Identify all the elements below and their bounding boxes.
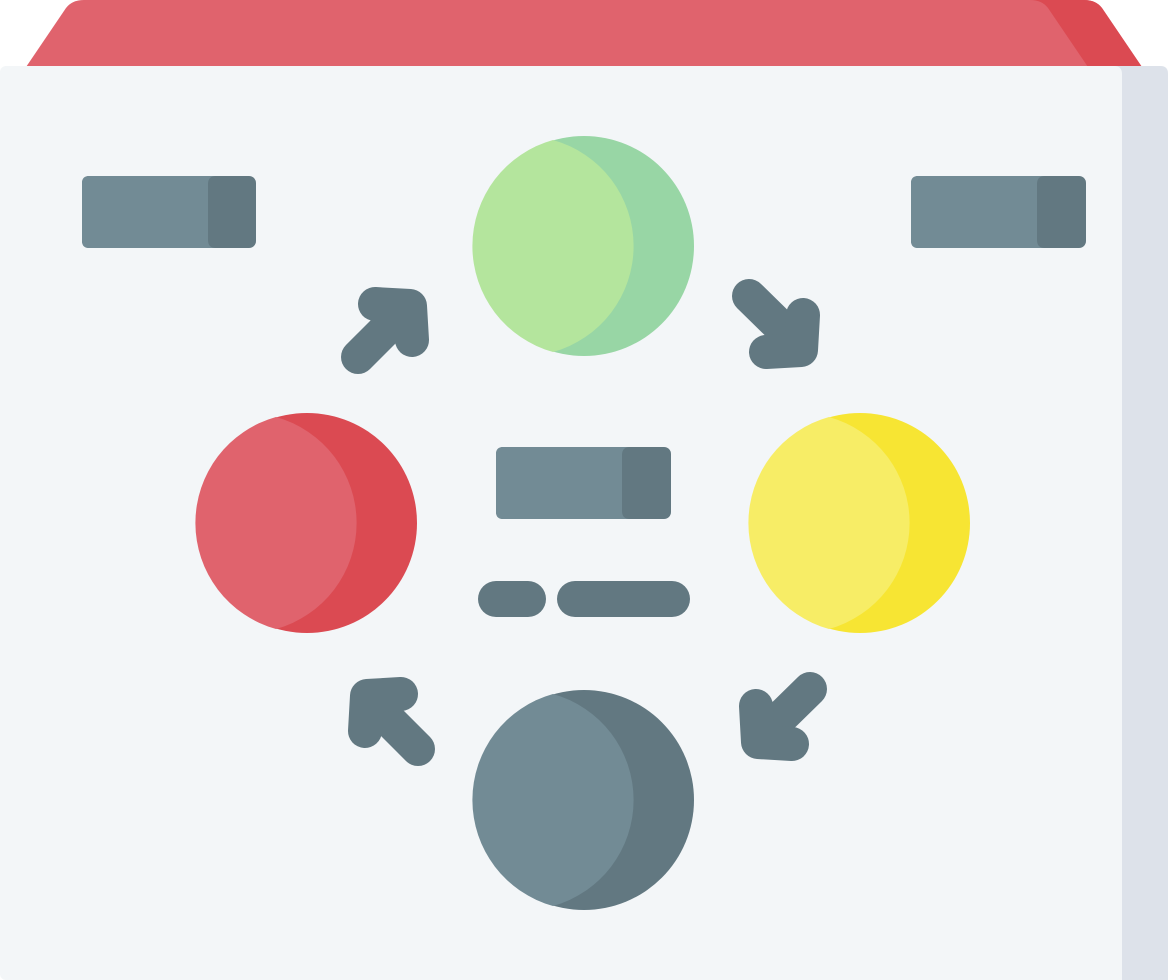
circle-bottom-gray: [472, 690, 694, 910]
circle-left-red: [195, 413, 417, 633]
arrow-up-left-icon: [348, 677, 435, 766]
board-side-shade: [1114, 66, 1168, 980]
block-top-right: [911, 176, 1086, 248]
board-header: [24, 0, 1144, 70]
board-header-face: [24, 0, 1144, 70]
arrow-down-right-icon: [732, 279, 820, 369]
arrow-up-right-icon: [341, 287, 429, 374]
board-body: [0, 66, 1168, 980]
block-center: [496, 447, 671, 519]
circle-right-yellow: [748, 413, 970, 633]
board-header-shade: [1030, 0, 1144, 70]
block-top-left: [82, 176, 256, 248]
arrow-down-left-icon: [739, 672, 827, 761]
board-face: [0, 66, 1168, 980]
circle-top-green: [472, 136, 694, 356]
